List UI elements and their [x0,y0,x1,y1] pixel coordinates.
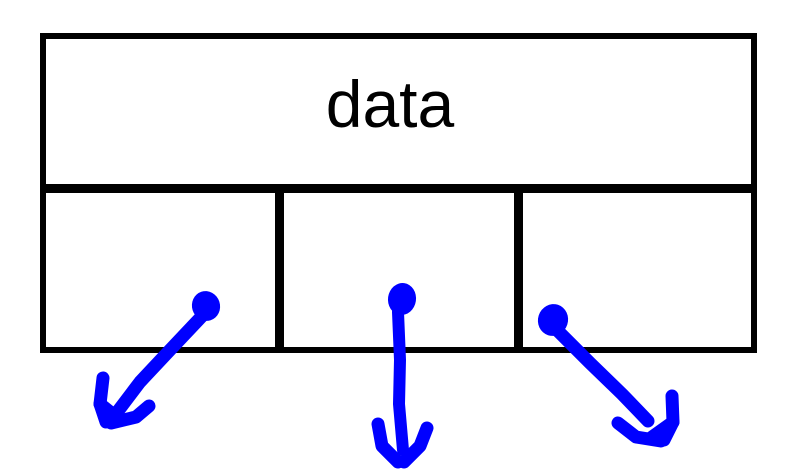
annotation-arrow-left-head-join [93,397,127,427]
annotation-arrow-left [93,291,221,430]
annotation-arrow-middle-head-left [371,417,405,469]
annotation-arrow-right-head-join [645,415,680,444]
header-cell-label: data [326,67,455,141]
header-cell[interactable] [40,33,757,190]
annotation-arrow-left-shaft [111,307,211,418]
sub-cell-left[interactable] [40,187,281,353]
annotation-arrow-middle [371,283,434,469]
annotation-arrow-middle-shaft [392,306,409,456]
annotation-arrow-middle-head-right [397,421,434,469]
annotation-arrow-right [537,304,680,448]
sub-cell-right[interactable] [517,187,757,353]
annotation-arrow-right-shaft [550,323,655,428]
